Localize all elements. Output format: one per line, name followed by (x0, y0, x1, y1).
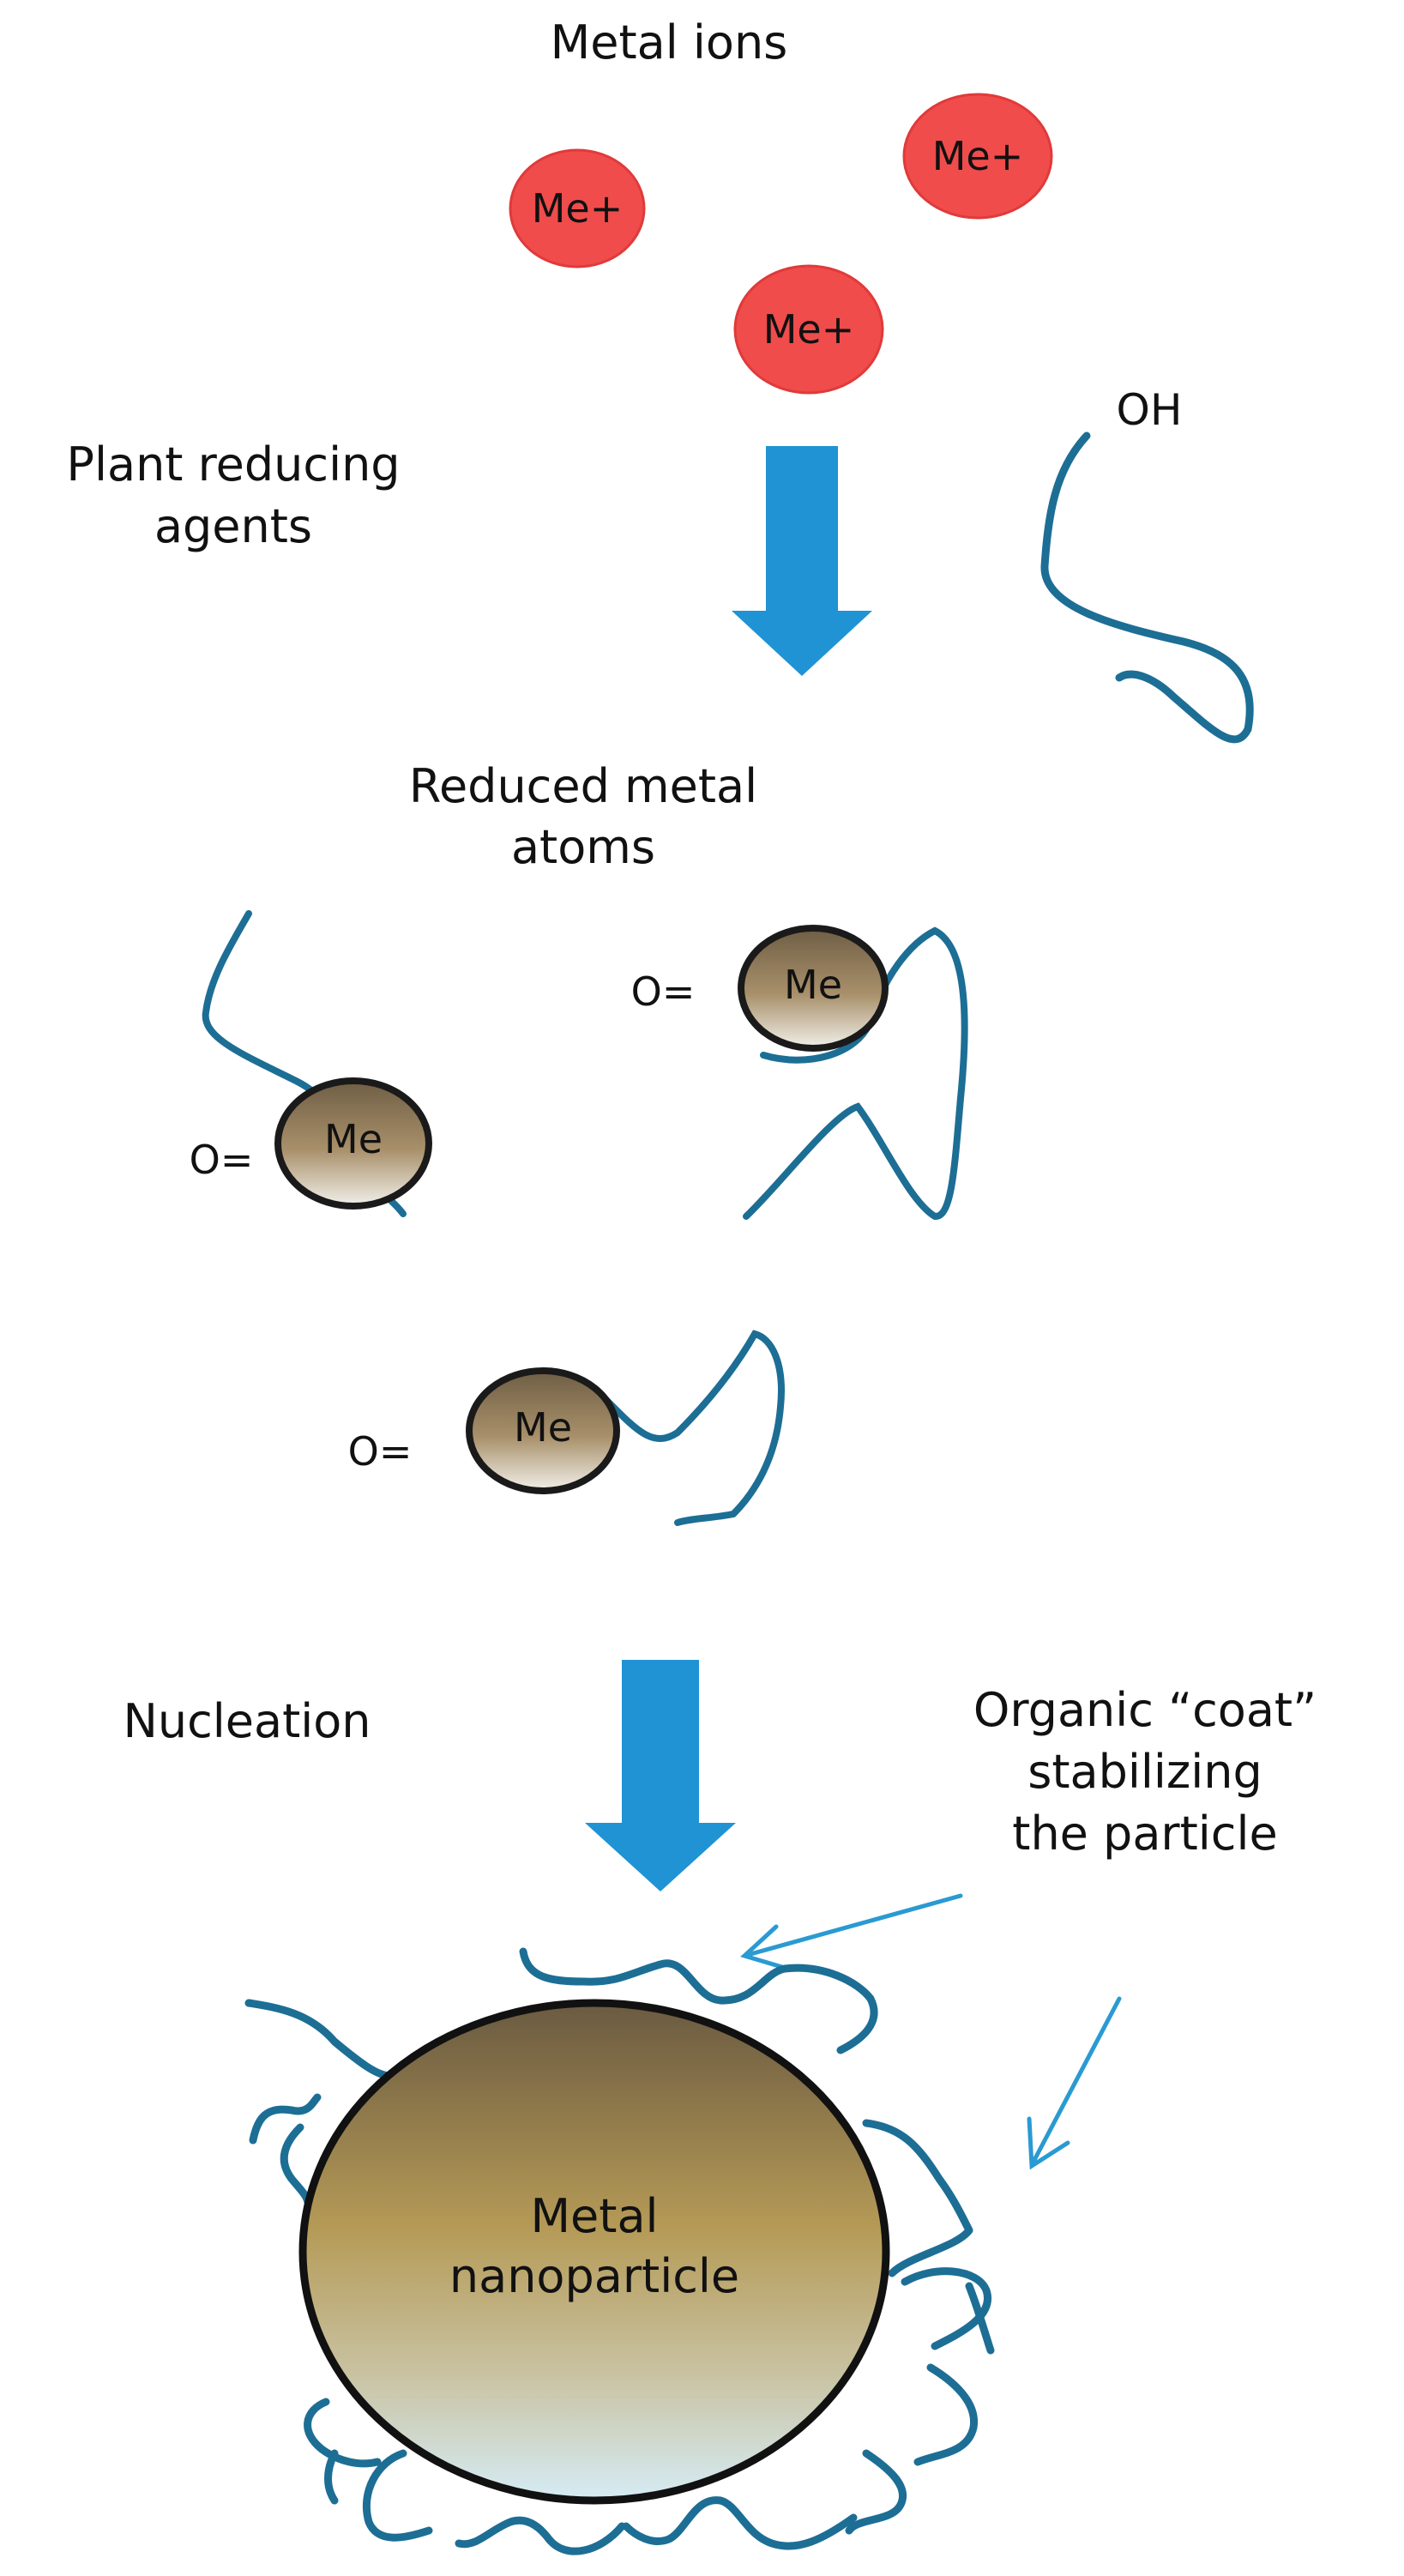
reduced-atom-1: O= Me (190, 910, 432, 1217)
reduction-arrow (732, 446, 872, 676)
plant-reducing-label: Plant reducing (66, 437, 400, 492)
metal-ion-1-symbol: Me+ (532, 185, 624, 232)
nanoparticle-label-line1: Metal (530, 2189, 658, 2243)
atom-1-bond: O= (190, 1137, 254, 1183)
organic-coat-chains (244, 1947, 995, 2555)
reduced-metal-label: Reduced metal (409, 759, 757, 813)
oh-label: OH (1117, 385, 1183, 435)
nucleation-arrow (585, 1660, 736, 1891)
atom-2-bond: O= (631, 968, 696, 1015)
atoms-label: atoms (511, 820, 655, 874)
metal-ion-2: Me+ (902, 93, 1053, 220)
atom-3-symbol: Me (514, 1404, 572, 1451)
pointer-arrow-1 (740, 1893, 963, 1970)
metal-ion-1: Me+ (509, 148, 646, 268)
agents-label: agents (154, 499, 312, 553)
pointer-arrow-2 (1027, 1996, 1122, 2170)
reducing-agent-chain (1040, 431, 1254, 744)
metal-ion-3-symbol: Me+ (763, 306, 855, 353)
nucleation-label: Nucleation (123, 1694, 371, 1748)
nanoparticle-label-line2: nanoparticle (449, 2249, 739, 2303)
atom-1-symbol: Me (324, 1116, 383, 1162)
metal-nanoparticle: Metal nanoparticle (298, 1999, 890, 2505)
metal-ion-3: Me+ (733, 264, 884, 395)
metal-ion-2-symbol: Me+ (932, 133, 1024, 179)
organic-coat-label: Organic “coat” (973, 1683, 1317, 1737)
atom-2-symbol: Me (784, 962, 842, 1008)
stabilizing-label: stabilizing (1027, 1745, 1262, 1799)
reduced-atom-2: O= Me (631, 925, 968, 1220)
reduced-atom-3: O= Me (348, 1330, 785, 1526)
the-particle-label: the particle (1012, 1807, 1277, 1861)
metal-ions-label: Metal ions (551, 15, 788, 69)
atom-3-bond: O= (348, 1428, 413, 1475)
